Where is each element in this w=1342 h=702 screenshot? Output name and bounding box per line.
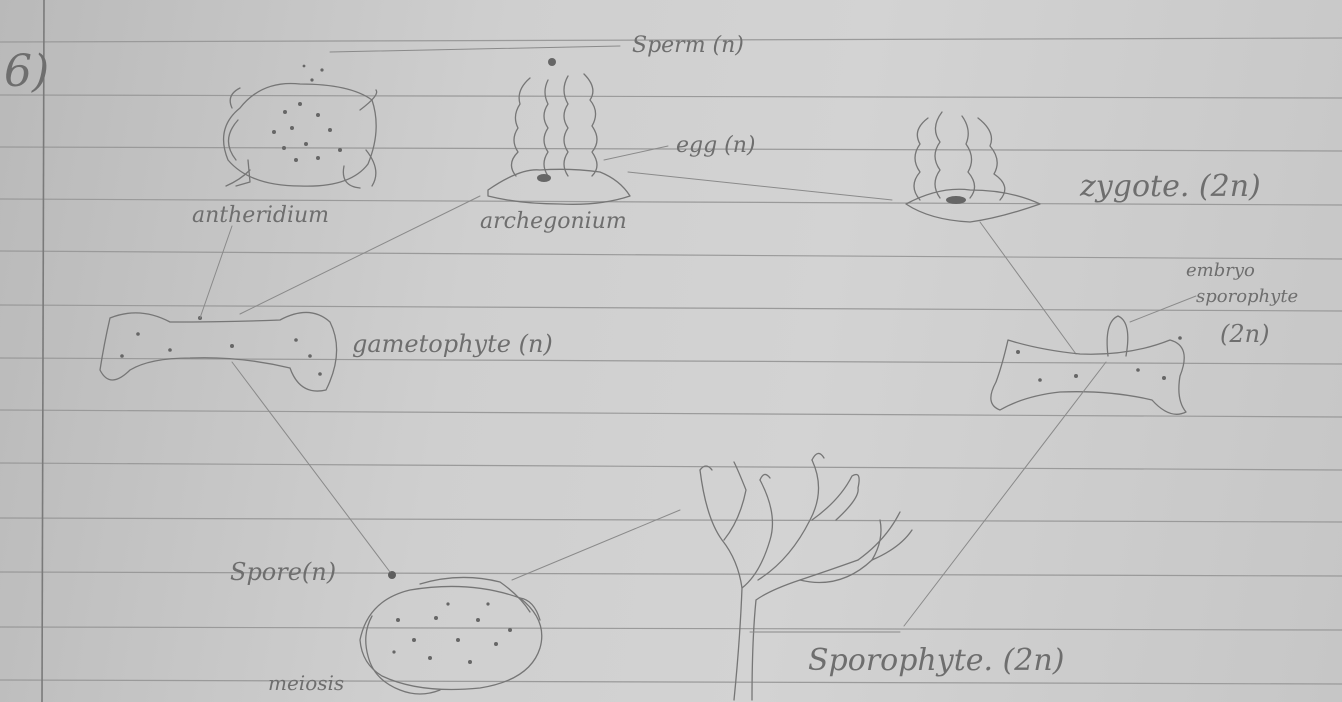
capsule-drawing [359,576,543,695]
sperm-pointer [329,45,621,53]
question-number: 6) [4,46,49,97]
line-gametophyte-antheridium [199,225,233,319]
embryo-label-line1: embryo [1186,260,1255,281]
egg-pointer [603,145,669,161]
archegonium-label: archegonium [480,209,627,234]
sporophyte-label: Sporophyte. (2n) [808,643,1064,678]
archegonium-drawing [487,58,631,205]
gametophyte-label: gametophyte (n) [352,330,553,358]
antheridium-drawing [222,64,378,189]
meiosis-label: meiosis [268,671,344,695]
sporophyte-drawing [699,452,913,701]
embryo-pointer [1129,295,1197,323]
spore-dot [388,571,396,579]
sperm-label: Sperm (n) [632,33,744,58]
line-capsule-sporophyte [511,509,681,581]
zygote-label: zygote. (2n) [1079,169,1261,204]
embryo-label-line3: (2n) [1220,320,1269,348]
antheridium-label: antheridium [192,203,329,228]
line-zygote-embryo [979,221,1077,355]
line-archegonium-zygote [627,171,893,201]
line-embryo-sporophyte [903,361,1107,627]
zygote-drawing [905,111,1041,223]
embryo-sporophyte-drawing [990,315,1187,415]
line-gametophyte-spore [231,361,391,573]
line-gametophyte-archegonium [239,195,481,315]
ruled-lines [0,37,1342,685]
egg-label: egg (n) [676,133,756,158]
embryo-label-line2: sporophyte [1196,286,1298,307]
spore-label: Spore(n) [230,558,336,586]
gametophyte-drawing [99,311,338,392]
margin-line [41,0,45,702]
